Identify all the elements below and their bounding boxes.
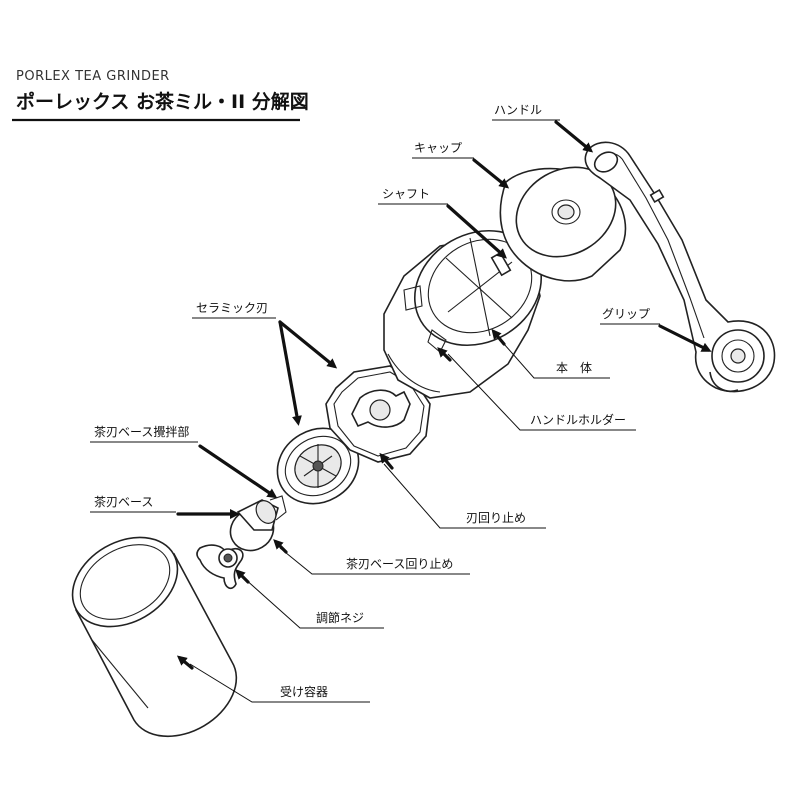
label-blade-base: 茶刃ベース xyxy=(94,494,153,509)
label-blade-base-stopper: 茶刃ベース回り止め xyxy=(346,556,453,571)
body-part xyxy=(383,229,543,399)
label-adjust-screw: 調節ネジ xyxy=(316,610,364,625)
diagram-title: ポーレックス お茶ミル・II 分解図 xyxy=(16,90,309,113)
label-blade-stopper: 刃回り止め xyxy=(466,511,526,525)
label-cap: キャップ xyxy=(414,141,462,155)
label-handle-holder: ハンドルホルダー xyxy=(530,412,626,427)
label-grip: グリップ xyxy=(602,307,650,321)
ceramic-inner-blade-part xyxy=(276,427,360,505)
label-handle: ハンドル xyxy=(494,103,542,117)
label-body: 本 体 xyxy=(556,361,592,375)
label-shaft: シャフト xyxy=(382,187,430,201)
leader-lines xyxy=(90,119,712,703)
container-part xyxy=(71,536,238,738)
adjust-screw-part xyxy=(196,544,244,590)
label-blade-base-stirrer: 茶刃ベース攪拌部 xyxy=(94,424,189,439)
blade-stopper-part xyxy=(325,365,431,463)
cap-part xyxy=(499,166,627,282)
diagram-subtitle: PORLEX TEA GRINDER xyxy=(16,69,170,84)
label-container: 受け容器 xyxy=(280,684,328,699)
blade-base-part xyxy=(229,495,287,552)
label-ceramic-blade: セラミック刃 xyxy=(196,301,268,315)
handle-part xyxy=(584,141,776,393)
